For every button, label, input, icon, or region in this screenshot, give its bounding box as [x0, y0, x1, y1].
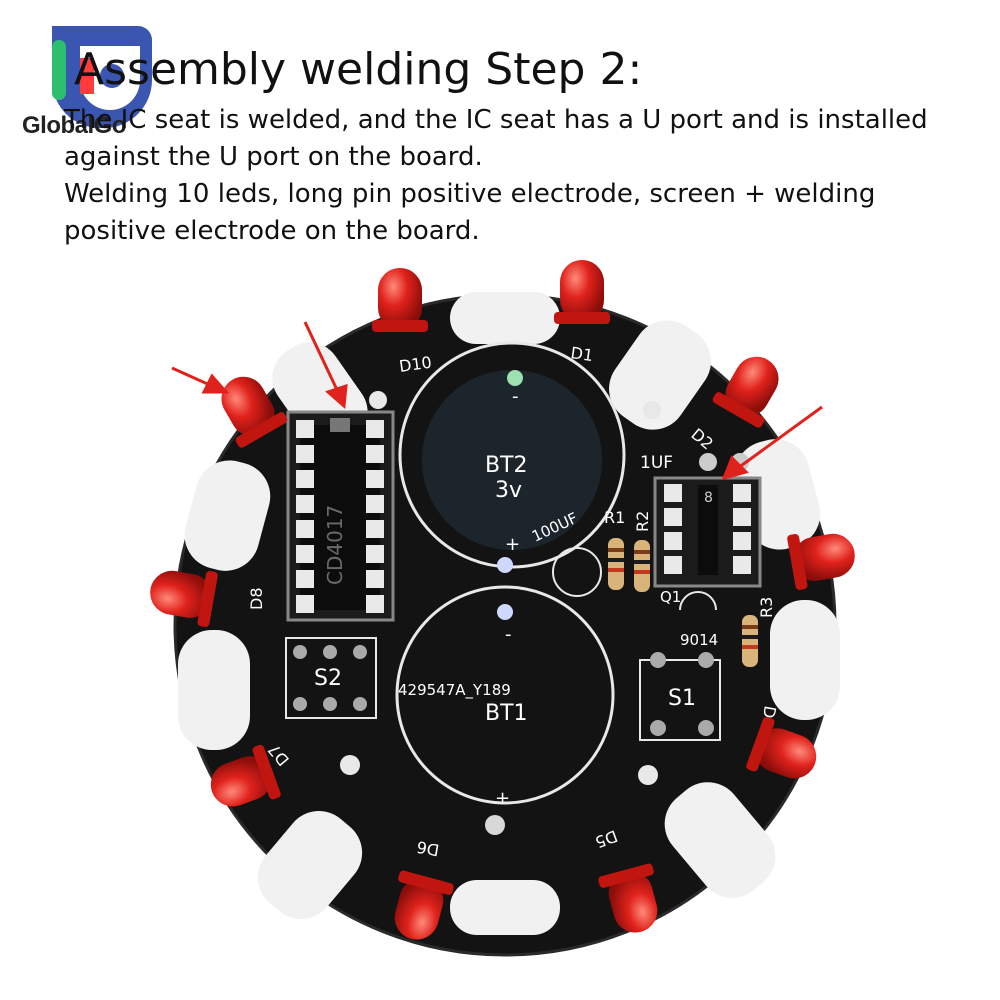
switch-s2-footprint — [285, 637, 377, 719]
led-d3 — [787, 533, 855, 590]
led-label-d6: D6 — [415, 837, 440, 860]
ic-big-label: CD4017 — [323, 505, 347, 585]
transistor-part: 9014 — [680, 631, 718, 649]
elec-cap-outline — [552, 547, 602, 597]
step-description: The IC seat is welded, and the IC seat h… — [64, 102, 944, 250]
bt2-minus: - — [512, 386, 519, 407]
led-d8 — [150, 570, 218, 627]
led-d6 — [394, 870, 454, 940]
arrow-to-led — [171, 366, 230, 394]
resistor-r1-label: R1 — [604, 508, 625, 527]
pcb-board-illustration: BT2 3v - + BT1 429547A_Y189 - + CD4017 — [150, 260, 855, 957]
resistor-r3 — [742, 615, 758, 667]
led-d4 — [746, 716, 817, 779]
led-label-d10: D10 — [398, 353, 433, 376]
led-d9 — [221, 376, 288, 448]
bt2-plus: + — [505, 534, 520, 555]
arrow-to-ic-small — [721, 405, 823, 481]
led-d2 — [712, 356, 779, 428]
bt1-label: BT1 — [485, 701, 528, 726]
led-d1 — [554, 260, 610, 324]
transistor-label: Q1 — [660, 588, 681, 606]
brand-name: GlobalGo — [22, 112, 127, 139]
led-label-d1: D1 — [569, 343, 594, 365]
resistor-r2-label: R2 — [633, 511, 652, 532]
led-d10 — [372, 268, 428, 332]
description-line: against the U port on the board. — [64, 142, 483, 172]
bt1-minus: - — [505, 624, 512, 645]
resistor-r3-label: R3 — [757, 597, 776, 618]
bt2-voltage: 3v — [495, 478, 522, 503]
arrow-to-ic-big — [303, 321, 348, 410]
ic-socket-8pin — [653, 476, 762, 588]
resistor-r2 — [634, 540, 650, 592]
description-line: Welding 10 leds, long pin positive elect… — [64, 179, 876, 209]
step-title: Assembly welding Step 2: — [74, 44, 643, 95]
led-label-d8: D8 — [247, 588, 266, 611]
switch-s2-label: S2 — [314, 666, 342, 691]
cap-1uf-label: 1UF — [640, 453, 673, 473]
bt1-code: 429547A_Y189 — [398, 681, 511, 700]
description-line: positive electrode on the board. — [64, 216, 480, 246]
switch-s1-footprint — [639, 652, 721, 741]
resistor-r1 — [608, 538, 624, 590]
battery-bt1-outline — [395, 585, 615, 805]
description-line: The IC seat is welded, and the IC seat h… — [64, 105, 928, 135]
led-d5 — [598, 863, 658, 933]
bt1-plus: + — [495, 788, 510, 809]
ic-small-label: 8 — [704, 490, 713, 506]
globalgo-logo-icon — [52, 26, 152, 128]
switch-s1-label: S1 — [668, 686, 696, 711]
led-d7 — [210, 744, 281, 807]
ic-socket-cd4017 — [286, 410, 395, 622]
white-pad-ring — [178, 292, 840, 935]
bt2-label: BT2 — [485, 453, 528, 478]
